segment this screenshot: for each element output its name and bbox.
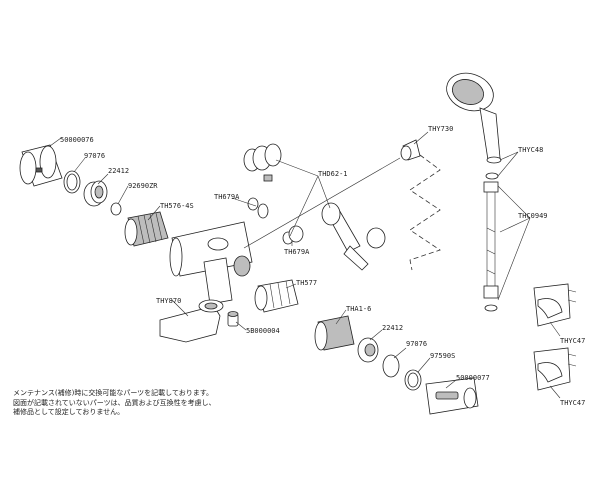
label-thd62-1: THD62-1	[318, 170, 348, 178]
label-97076: 97076	[84, 152, 105, 160]
label-thyc47-lower: THYC47	[560, 399, 585, 407]
hook-bracket-upper	[533, 283, 577, 327]
label-thc0949: THC0949	[518, 212, 548, 220]
label-92690zr: 92690ZR	[128, 182, 158, 190]
note-line-2: 図面が記載されていないパーツは、品質および互換性を考慮し、	[13, 398, 216, 407]
label-22412: 22412	[108, 167, 129, 175]
ring-97076-lower	[382, 354, 400, 378]
label-22412-lower: 22412	[382, 324, 403, 332]
ring-97590s	[404, 369, 422, 391]
spout-part	[159, 299, 224, 343]
handle-cap-50000077	[425, 377, 479, 415]
label-thy730: THY730	[428, 125, 453, 133]
leader-lines	[49, 131, 561, 399]
note-line-1: メンテナンス(補修)時に交換可能なパーツを記載しております。	[13, 389, 214, 397]
washer-th679a-upper	[247, 197, 269, 219]
label-97590s: 97590S	[430, 352, 455, 360]
thermo-cartridge-part	[124, 211, 169, 247]
label-th577: TH577	[296, 279, 317, 287]
label-thy870: THY870	[156, 297, 181, 305]
handle-cap-part	[19, 144, 63, 187]
label-tha1-6: THA1-6	[346, 305, 371, 313]
label-50000077: 50000077	[456, 374, 490, 382]
label-thyc48: THYC48	[518, 146, 543, 154]
tha1-6-cartridge	[314, 315, 355, 351]
shower-hose	[483, 181, 499, 312]
elbow-union-upper	[243, 143, 282, 182]
faucet-body	[169, 221, 253, 305]
label-97076-lower: 97076	[406, 340, 427, 348]
label-th679a-upper: TH679A	[214, 193, 240, 201]
th577-cartridge	[254, 279, 299, 313]
washer-part	[110, 202, 122, 216]
nut-part	[83, 180, 108, 207]
aerator-part	[227, 311, 239, 327]
note-line-3: 補修品として設定しておりません。	[13, 408, 125, 417]
nut-22412-lower	[357, 337, 379, 363]
label-th576-4s: TH576-4S	[160, 202, 194, 210]
hose-washer	[485, 172, 499, 180]
hose-elbow	[400, 139, 421, 161]
label-th679a-lower: TH679A	[284, 248, 310, 256]
hook-bracket-lower	[533, 347, 577, 391]
maintenance-note: メンテナンス(補修)時に交換可能なパーツを記載しております。 図面が記載されてい…	[13, 389, 216, 418]
label-thyc47-upper: THYC47	[560, 337, 585, 345]
washer-th679a-lower	[282, 225, 304, 245]
eccentric-leg-right	[321, 202, 386, 271]
label-50000076: 50000076	[60, 136, 94, 144]
shower-head	[446, 72, 502, 164]
label-5b000004: 5B000004	[246, 327, 280, 335]
hose-route-indicator	[409, 154, 441, 271]
